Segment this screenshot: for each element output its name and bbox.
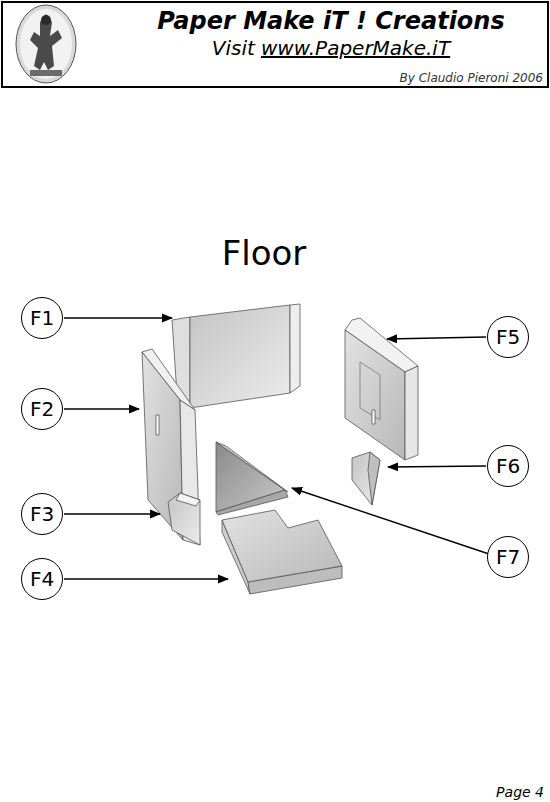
callout-circle: F5 [487,316,529,358]
part-f6 [352,452,380,505]
part-f7 [216,442,288,515]
part-f2 [142,349,200,545]
header-url: www.PaperMake.iT [261,36,450,60]
logo [16,5,76,83]
callout-circle: F7 [487,536,529,578]
part-f4 [222,510,342,594]
header-byline: By Claudio Pieroni 2006 [400,71,543,85]
callout-number: F5 [496,325,520,349]
callout-circle: F3 [21,493,63,535]
header-title: Paper Make iT ! Creations [157,7,504,35]
diagram-title: Floor [222,233,307,273]
leader-arrow [64,318,489,579]
callout-number: F7 [496,545,520,569]
part-f1 [172,304,300,410]
callout-number: F3 [30,502,54,526]
part-f3 [168,493,200,545]
header-box: Paper Make iT ! CreationsVisitwww.PaperM… [1,1,549,88]
part-f5 [345,318,418,460]
callout-circle: F2 [21,388,63,430]
callout-circle: F4 [21,558,63,600]
callout-number: F1 [30,306,54,330]
callout-circle: F6 [487,445,529,487]
page-number: Page 4 [496,784,544,800]
header-visit: Visit [212,36,255,60]
callout-circle: F1 [21,297,63,339]
header-link-line: Visitwww.PaperMake.iT [212,36,450,60]
callout-number: F6 [496,454,520,478]
callout-number: F4 [30,567,54,591]
callout-number: F2 [30,397,54,421]
